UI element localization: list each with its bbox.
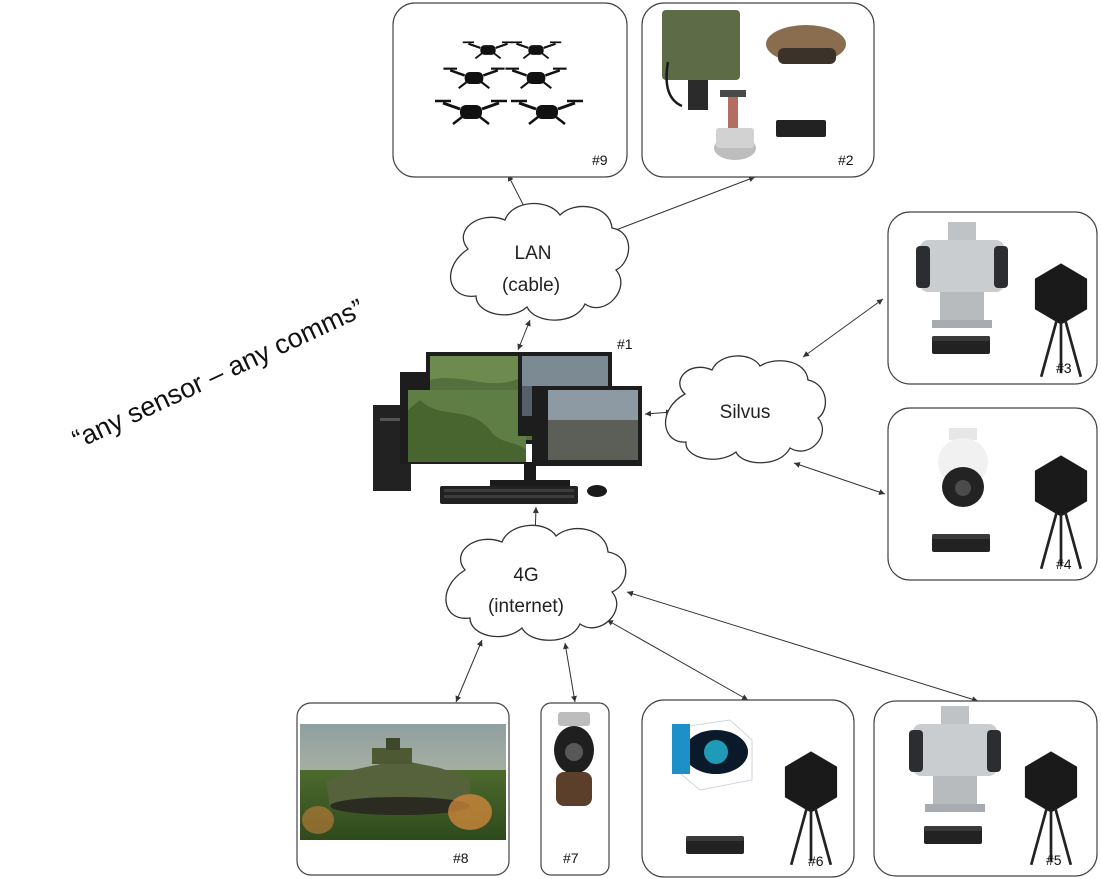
- link-n3-silvus: [802, 298, 884, 358]
- node-1-label: #1: [617, 336, 633, 352]
- node-9-box[interactable]: #9: [392, 2, 628, 178]
- radar-sensor-set-icon: [662, 10, 846, 160]
- node-2-box[interactable]: #2: [641, 2, 875, 178]
- node-3-box[interactable]: #3: [887, 211, 1098, 385]
- lan-cloud-line1: LAN: [515, 243, 552, 264]
- 4g-cloud-line1: 4G: [513, 565, 538, 586]
- node-4-label: #4: [1056, 556, 1072, 572]
- link-4g-n6: [606, 619, 749, 701]
- connectors: [455, 174, 979, 703]
- node-3-label: #3: [1056, 360, 1072, 376]
- node-2-label: #2: [838, 152, 854, 168]
- dome-camera-with-radio-icon: [932, 428, 1089, 571]
- link-n4-silvus: [793, 462, 886, 495]
- node-8-label: #8: [453, 850, 469, 866]
- node-1-workstation[interactable]: #1: [373, 336, 642, 504]
- armored-vehicle-photo: [300, 724, 506, 840]
- node-9-label: #9: [592, 152, 608, 168]
- gimbal-camera-icon: [554, 712, 594, 806]
- node-6-label: #6: [808, 853, 824, 869]
- node-7-label: #7: [563, 850, 579, 866]
- slogan-text: “any sensor – any comms”: [68, 293, 369, 455]
- node-6-box[interactable]: #6: [641, 699, 855, 878]
- link-4g-n7: [563, 642, 577, 703]
- silvus-cloud-line1: Silvus: [720, 402, 771, 423]
- lan-cloud: LAN (cable): [450, 202, 630, 321]
- 4g-cloud: 4G (internet): [445, 524, 627, 641]
- node-8-box[interactable]: #8: [296, 702, 510, 876]
- node-5-label: #5: [1046, 852, 1062, 868]
- command-workstation-icon: [373, 352, 642, 504]
- thermal-camera-with-radio-icon: [672, 719, 839, 867]
- node-5-box[interactable]: #5: [873, 700, 1098, 877]
- node-4-box[interactable]: #4: [887, 407, 1098, 581]
- node-7-box[interactable]: #7: [540, 702, 610, 876]
- link-4g-n5: [626, 590, 979, 703]
- link-n2-lan: [607, 176, 756, 234]
- link-4g-n8: [455, 639, 483, 703]
- 4g-cloud-line2: (internet): [488, 596, 564, 617]
- silvus-cloud: Silvus: [664, 355, 827, 464]
- link-lan-n1: [517, 319, 531, 351]
- lan-cloud-line2: (cable): [502, 275, 560, 296]
